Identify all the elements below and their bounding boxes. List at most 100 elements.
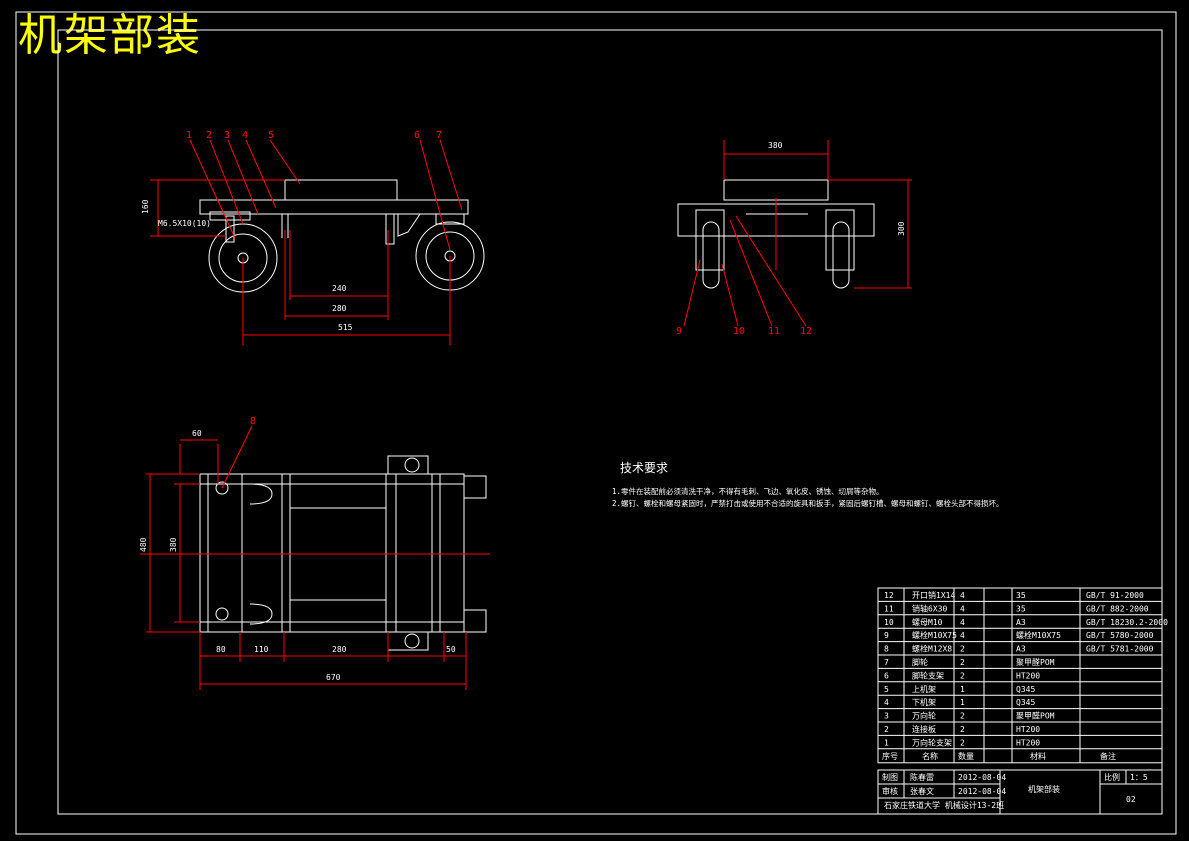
tb-school: 石家庄铁道大学 机械设计13-2班 xyxy=(884,800,1004,810)
bom-cell-qty: 2 xyxy=(960,658,965,667)
side-view: 380 300 9 10 11 12 xyxy=(676,140,912,337)
bom-header-qty: 数量 xyxy=(958,751,974,761)
bom-cell-mat: 螺栓M10X75 xyxy=(1016,630,1061,640)
front-view: 1 2 3 4 5 6 7 160 M6.5X10(10) 240 280 51… xyxy=(141,130,485,345)
title-block: 制图 陈春雷 2012-08-04 审核 张春文 2012-08-04 机架部装… xyxy=(877,769,1163,815)
bom-cell-no: 7 xyxy=(884,658,889,667)
tb-r1-label: 制图 xyxy=(882,772,898,782)
bom-cell-no: 2 xyxy=(884,725,889,734)
bom-cell-qty: 2 xyxy=(960,738,965,747)
bom-cell-mat: Q345 xyxy=(1016,698,1035,707)
bom-cell-name: 万向轮支架 xyxy=(912,737,952,747)
bom-cell-name: 螺母M10 xyxy=(912,617,943,627)
front-dim-height: 160 xyxy=(141,199,150,214)
tb-sheet: 02 xyxy=(1126,795,1136,804)
top-dim-b4: 50 xyxy=(446,645,456,654)
bom-cell-note: GB/T 91-2000 xyxy=(1086,591,1144,600)
bom-cell-name: 连接板 xyxy=(912,724,936,734)
bom-cell-no: 9 xyxy=(884,631,889,640)
bom-cell-qty: 4 xyxy=(960,604,965,613)
bom-cell-name: 脚轮 xyxy=(912,657,928,667)
front-dim-inner: 240 xyxy=(332,284,347,293)
bom-cell-mat: 聚甲醛POM xyxy=(1016,711,1055,721)
technical-requirements: 技术要求 1.零件在装配前必须清洗干净，不得有毛刺、飞边、氧化皮、锈蚀、切屑等杂… xyxy=(612,461,1004,508)
drawing-title: 机架部装 xyxy=(18,10,202,61)
top-dim-inner-height: 380 xyxy=(169,537,178,552)
tb-drawing-name: 机架部装 xyxy=(1028,784,1060,794)
tech-heading: 技术要求 xyxy=(620,461,668,475)
bom-cell-qty: 1 xyxy=(960,698,965,707)
bom-cell-qty: 1 xyxy=(960,685,965,694)
front-dim-mid: 280 xyxy=(332,304,347,313)
bom-cell-qty: 2 xyxy=(960,712,965,721)
side-dim-width: 380 xyxy=(768,141,783,150)
side-leader-9: 9 xyxy=(676,326,682,337)
tech-line-1: 1.零件在装配前必须清洗干净，不得有毛刺、飞边、氧化皮、锈蚀、切屑等杂物。 xyxy=(612,486,884,496)
top-leader-8: 8 xyxy=(250,416,256,427)
tb-r1-date: 2012-08-04 xyxy=(958,773,1006,782)
bom-cell-no: 11 xyxy=(884,604,894,613)
bom-cell-mat: HT200 xyxy=(1016,671,1040,680)
front-leader-6: 6 xyxy=(414,130,420,141)
tb-r2-name: 张春文 xyxy=(910,786,934,796)
bom-cell-name: 开口销1X14 xyxy=(912,590,955,600)
top-dim-b3: 280 xyxy=(332,645,347,654)
bom-cell-qty: 2 xyxy=(960,645,965,654)
bom-cell-no: 4 xyxy=(884,698,889,707)
bom-cell-qty: 4 xyxy=(960,618,965,627)
bom-cell-name: 下机架 xyxy=(912,697,936,707)
top-dim-left-height: 480 xyxy=(139,537,148,552)
bom-cell-note: GB/T 18230.2-2000 xyxy=(1086,618,1168,627)
front-leader-1: 1 xyxy=(186,130,192,141)
bom-header-no: 序号 xyxy=(882,751,898,761)
bom-cell-no: 8 xyxy=(884,645,889,654)
bom-cell-note: GB/T 5781-2000 xyxy=(1086,645,1154,654)
bom-cell-name: 万向轮 xyxy=(912,711,936,721)
bom-cell-no: 12 xyxy=(884,591,894,600)
drawing-border xyxy=(15,11,1177,835)
front-leader-4: 4 xyxy=(242,130,248,141)
top-dim-b1: 80 xyxy=(216,645,226,654)
bom-cell-no: 1 xyxy=(884,738,889,747)
bom-cell-mat: A3 xyxy=(1016,618,1026,627)
tb-scale-label: 比例 xyxy=(1104,772,1120,782)
bom-header-name: 名称 xyxy=(922,751,938,761)
bom-cell-note: GB/T 882-2000 xyxy=(1086,604,1149,613)
bom-header-note: 备注 xyxy=(1100,751,1116,761)
bom-cell-name: 销轴6X30 xyxy=(912,603,947,613)
bom-cell-qty: 4 xyxy=(960,591,965,600)
front-dim-total: 515 xyxy=(338,323,353,332)
tb-r1-name: 陈春雷 xyxy=(910,772,934,782)
bom-cell-qty: 4 xyxy=(960,631,965,640)
front-leader-7: 7 xyxy=(436,130,442,141)
bom-cell-name: 脚轮支架 xyxy=(912,670,944,680)
bom-cell-mat: Q345 xyxy=(1016,685,1035,694)
bom-cell-mat: 聚甲醛POM xyxy=(1016,657,1055,667)
top-view: 8 60 480 380 80 110 280 50 670 xyxy=(139,416,490,690)
bom-cell-mat: 35 xyxy=(1016,591,1026,600)
bom-cell-mat: HT200 xyxy=(1016,725,1040,734)
bom-cell-no: 5 xyxy=(884,685,889,694)
bom-cell-note: GB/T 5780-2000 xyxy=(1086,631,1154,640)
side-leader-11: 11 xyxy=(768,326,780,337)
top-dim-top-left: 60 xyxy=(192,429,202,438)
bom-cell-name: 螺栓M10X75 xyxy=(912,630,957,640)
top-dim-b2: 110 xyxy=(254,645,269,654)
bom-cell-mat: HT200 xyxy=(1016,738,1040,747)
front-dim-thread: M6.5X10(10) xyxy=(158,219,211,228)
side-leader-12: 12 xyxy=(800,326,812,337)
bom-cell-qty: 2 xyxy=(960,671,965,680)
tech-line-2: 2.螺钉、螺栓和螺母紧固时，严禁打击或使用不合适的旋具和扳手，紧固后螺钉槽、螺母… xyxy=(612,498,1004,508)
bom-cell-name: 螺栓M12X8 xyxy=(912,644,952,654)
bom-header-mat: 材料 xyxy=(1030,751,1046,761)
tb-r2-label: 审核 xyxy=(882,786,898,796)
bom-cell-mat: 35 xyxy=(1016,604,1026,613)
front-leader-2: 2 xyxy=(206,130,212,141)
side-dim-height: 300 xyxy=(897,221,906,236)
front-leader-5: 5 xyxy=(268,130,274,141)
tb-r2-date: 2012-08-04 xyxy=(958,787,1006,796)
tb-scale-value: 1：5 xyxy=(1130,773,1148,782)
bom-cell-no: 10 xyxy=(884,618,894,627)
